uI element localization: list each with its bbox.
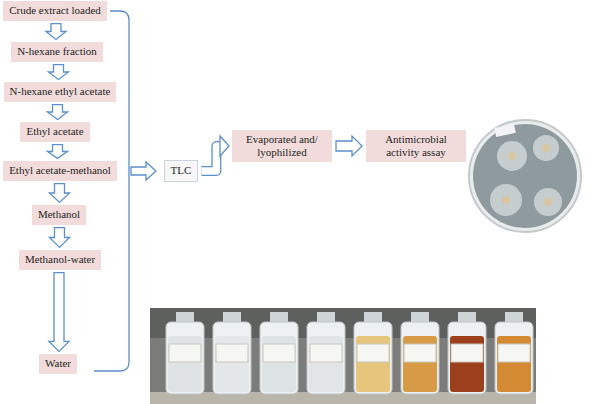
bottle-body — [495, 322, 533, 394]
bottle-liquid — [450, 336, 484, 392]
bottle-body — [448, 322, 486, 394]
fraction-box: Ethyl acetate — [20, 122, 89, 141]
bottle — [495, 312, 533, 394]
fraction-box: Water — [39, 354, 77, 373]
box-label: Methanol-water — [25, 253, 95, 265]
fraction-box: Crude extract loaded — [3, 1, 107, 20]
box-label: N-hexane ethyl acetate — [10, 85, 111, 97]
box-label: Antimicrobial activity assay — [385, 133, 447, 158]
bottle — [213, 312, 251, 394]
box-label: N-hexane fraction — [17, 45, 97, 57]
step-box: TLC — [164, 160, 199, 181]
bottle — [166, 312, 204, 394]
bottle-body — [401, 322, 439, 394]
fraction-bracket — [94, 11, 129, 371]
bottle-body — [260, 322, 298, 394]
bracket-arrow — [131, 162, 156, 180]
fraction-box: Antimicrobial activity assay — [366, 130, 466, 162]
flow-arrow — [49, 184, 69, 203]
box-label: Ethyl acetate — [26, 125, 83, 137]
bottle — [260, 312, 298, 394]
bottle-liquid — [356, 336, 390, 392]
bottle — [307, 312, 345, 394]
bottle-label — [263, 344, 295, 362]
bottle-label — [451, 344, 483, 362]
fraction-box: Evaporated and/ lyophilized — [232, 130, 332, 162]
box-label: Water — [45, 357, 71, 369]
bottle-label — [169, 344, 201, 362]
fraction-box: N-hexane fraction — [11, 42, 103, 61]
flow-arrow — [49, 65, 69, 80]
bottle-body — [307, 322, 345, 394]
bottle — [448, 312, 486, 394]
petri-dish-photo — [469, 120, 581, 232]
bottle-liquid — [262, 336, 296, 392]
bottle — [354, 312, 392, 394]
flow-arrow — [47, 145, 67, 159]
bottle-liquid — [309, 336, 343, 392]
fraction-box: Methanol-water — [19, 250, 101, 269]
bottle-label — [216, 344, 248, 362]
flow-arrow — [49, 273, 69, 352]
bottle-body — [213, 322, 251, 394]
bottle-liquid — [215, 336, 249, 392]
box-label: Methanol — [38, 208, 80, 220]
fraction-box: Ethyl acetate-methanol — [3, 161, 117, 180]
flow-arrow — [201, 136, 229, 171]
flow-arrow — [49, 228, 69, 248]
flow-arrow — [47, 105, 67, 120]
box-label: Crude extract loaded — [9, 4, 101, 16]
box-label: Evaporated and/ lyophilized — [246, 133, 318, 158]
bottles-photo — [150, 308, 536, 404]
bottle-liquid — [168, 336, 202, 392]
bottle-liquid — [403, 336, 437, 392]
flow-arrow — [336, 136, 362, 156]
flow-arrow — [46, 24, 66, 40]
bottle-liquid — [497, 336, 531, 392]
bottle-label — [357, 344, 389, 362]
bottle-body — [354, 322, 392, 394]
fraction-box: Methanol — [32, 205, 86, 224]
bottle-label — [310, 344, 342, 362]
bottle-label — [498, 344, 530, 362]
box-label: Ethyl acetate-methanol — [9, 164, 111, 176]
fraction-box: N-hexane ethyl acetate — [4, 82, 117, 101]
bottle-label — [404, 344, 436, 362]
bottle-body — [166, 322, 204, 394]
bottle — [401, 312, 439, 394]
box-label: TLC — [171, 164, 192, 176]
